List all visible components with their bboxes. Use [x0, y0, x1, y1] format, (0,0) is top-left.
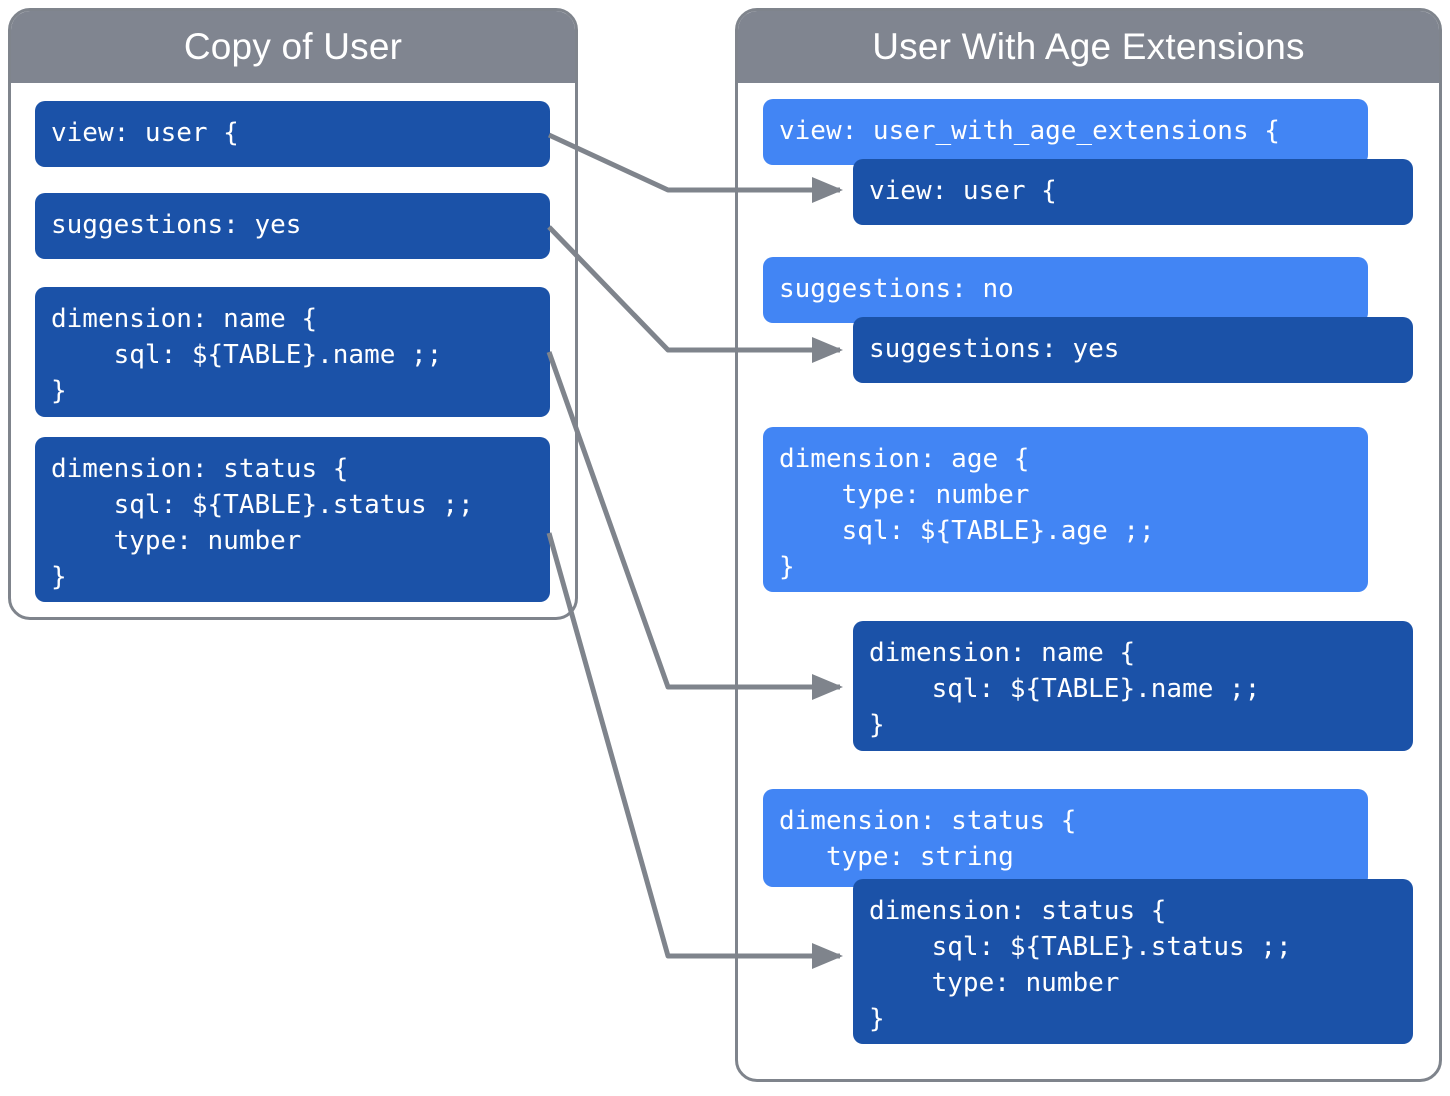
dimension-name-block: dimension: name { sql: ${TABLE}.name ;; …	[35, 287, 550, 417]
dimension-name-inherited-block: dimension: name { sql: ${TABLE}.name ;; …	[853, 621, 1413, 751]
view-extension-block: view: user_with_age_extensions {	[763, 99, 1368, 165]
dimension-age-block: dimension: age { type: number sql: ${TAB…	[763, 427, 1368, 592]
dimension-status-block: dimension: status { sql: ${TABLE}.status…	[35, 437, 550, 602]
dimension-status-inherited-block: dimension: status { sql: ${TABLE}.status…	[853, 879, 1413, 1044]
suggestions-extension-block: suggestions: no	[763, 257, 1368, 323]
suggestions-inherited-block: suggestions: yes	[853, 317, 1413, 383]
view-block: view: user {	[35, 101, 550, 167]
dimension-status-extension-block: dimension: status { type: string	[763, 789, 1368, 887]
panel-right-title: User With Age Extensions	[738, 11, 1439, 83]
panel-left-title: Copy of User	[11, 11, 575, 83]
view-inherited-block: view: user {	[853, 159, 1413, 225]
suggestions-block: suggestions: yes	[35, 193, 550, 259]
